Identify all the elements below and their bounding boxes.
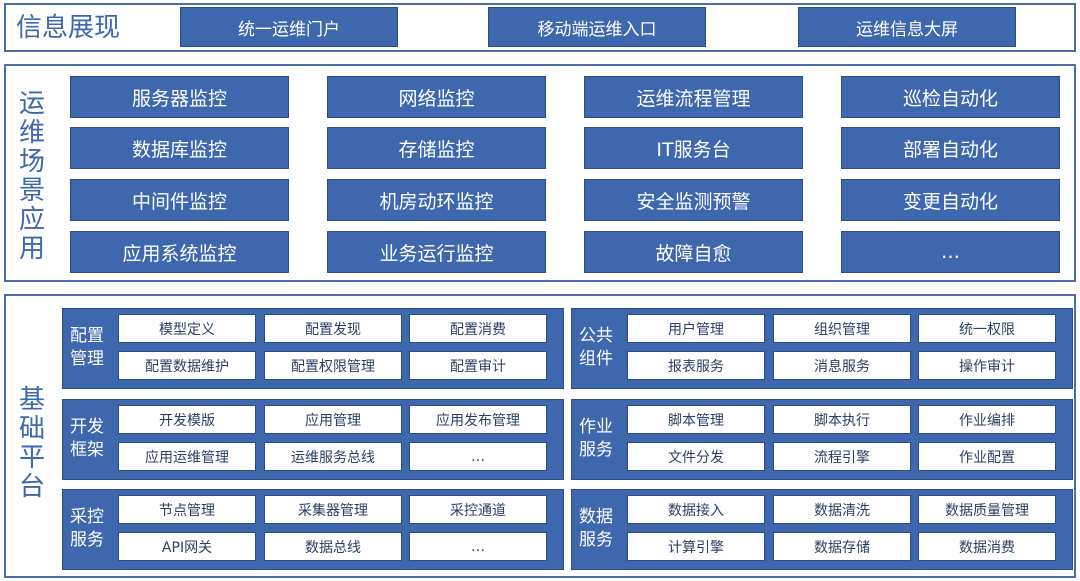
base-item: 计算引擎 (627, 532, 765, 561)
base-item: 配置权限管理 (264, 351, 402, 380)
info-title: 信息展现 (16, 13, 121, 43)
base-item: 模型定义 (118, 314, 256, 343)
base-item: 节点管理 (118, 495, 256, 524)
scene-item: … (841, 231, 1060, 273)
base-item: 运维服务总线 (264, 442, 402, 471)
base-group-label: 采控 服务 (70, 507, 104, 550)
base-item: 数据总线 (264, 532, 402, 561)
scene-item: 存储监控 (327, 127, 546, 169)
base-item: 应用运维管理 (118, 442, 256, 471)
base-item: 应用发布管理 (409, 405, 547, 434)
base-group-label: 配置 管理 (70, 326, 104, 369)
base-item: 统一权限 (918, 314, 1056, 343)
base-item: 脚本管理 (627, 405, 765, 434)
base-item: 作业配置 (918, 442, 1056, 471)
scene-item: 变更自动化 (841, 179, 1060, 221)
base-item: 数据存储 (773, 532, 911, 561)
base-item: 数据质量管理 (918, 495, 1056, 524)
scene-item: 服务器监控 (70, 76, 289, 118)
scene-item: 故障自愈 (584, 231, 803, 273)
scene-item: 应用系统监控 (70, 231, 289, 273)
base-item: 配置消费 (409, 314, 547, 343)
base-item: 脚本执行 (773, 405, 911, 434)
scene-title: 运维场景应用 (17, 90, 47, 264)
base-item: API网关 (118, 532, 256, 561)
info-item-portal: 统一运维门户 (180, 7, 398, 47)
scene-item: 部署自动化 (841, 127, 1060, 169)
scene-item: 业务运行监控 (327, 231, 546, 273)
scene-item: 巡检自动化 (841, 76, 1060, 118)
scene-item: 网络监控 (327, 76, 546, 118)
base-item: 配置审计 (409, 351, 547, 380)
base-item: 开发模版 (118, 405, 256, 434)
base-item: 采集器管理 (264, 495, 402, 524)
base-item: 文件分发 (627, 442, 765, 471)
base-item: … (409, 442, 547, 471)
base-item: 数据清洗 (773, 495, 911, 524)
base-title-text: 基础平台 (18, 385, 45, 502)
info-item-mobile: 移动端运维入口 (488, 7, 706, 47)
scene-item: 中间件监控 (70, 179, 289, 221)
base-item: 数据消费 (918, 532, 1056, 561)
scene-item: 运维流程管理 (584, 76, 803, 118)
base-title: 基础平台 (17, 386, 47, 502)
base-group-label: 数据 服务 (579, 507, 613, 550)
base-item: 配置数据维护 (118, 351, 256, 380)
base-item: … (409, 532, 547, 561)
base-item: 数据接入 (627, 495, 765, 524)
base-item: 组织管理 (773, 314, 911, 343)
base-item: 消息服务 (773, 351, 911, 380)
base-group-label: 公共 组件 (579, 326, 613, 369)
base-item: 采控通道 (409, 495, 547, 524)
base-item: 报表服务 (627, 351, 765, 380)
base-item: 用户管理 (627, 314, 765, 343)
base-item: 作业编排 (918, 405, 1056, 434)
base-item: 操作审计 (918, 351, 1056, 380)
base-item: 配置发现 (264, 314, 402, 343)
base-item: 流程引擎 (773, 442, 911, 471)
base-item: 应用管理 (264, 405, 402, 434)
scene-title-text: 运维场景应用 (18, 89, 45, 264)
info-item-bigscreen: 运维信息大屏 (798, 7, 1016, 47)
scene-item: 数据库监控 (70, 127, 289, 169)
base-group-label: 作业 服务 (579, 417, 613, 460)
scene-item: 安全监测预警 (584, 179, 803, 221)
scene-item: IT服务台 (584, 127, 803, 169)
base-group-label: 开发 框架 (70, 417, 104, 460)
scene-item: 机房动环监控 (327, 179, 546, 221)
